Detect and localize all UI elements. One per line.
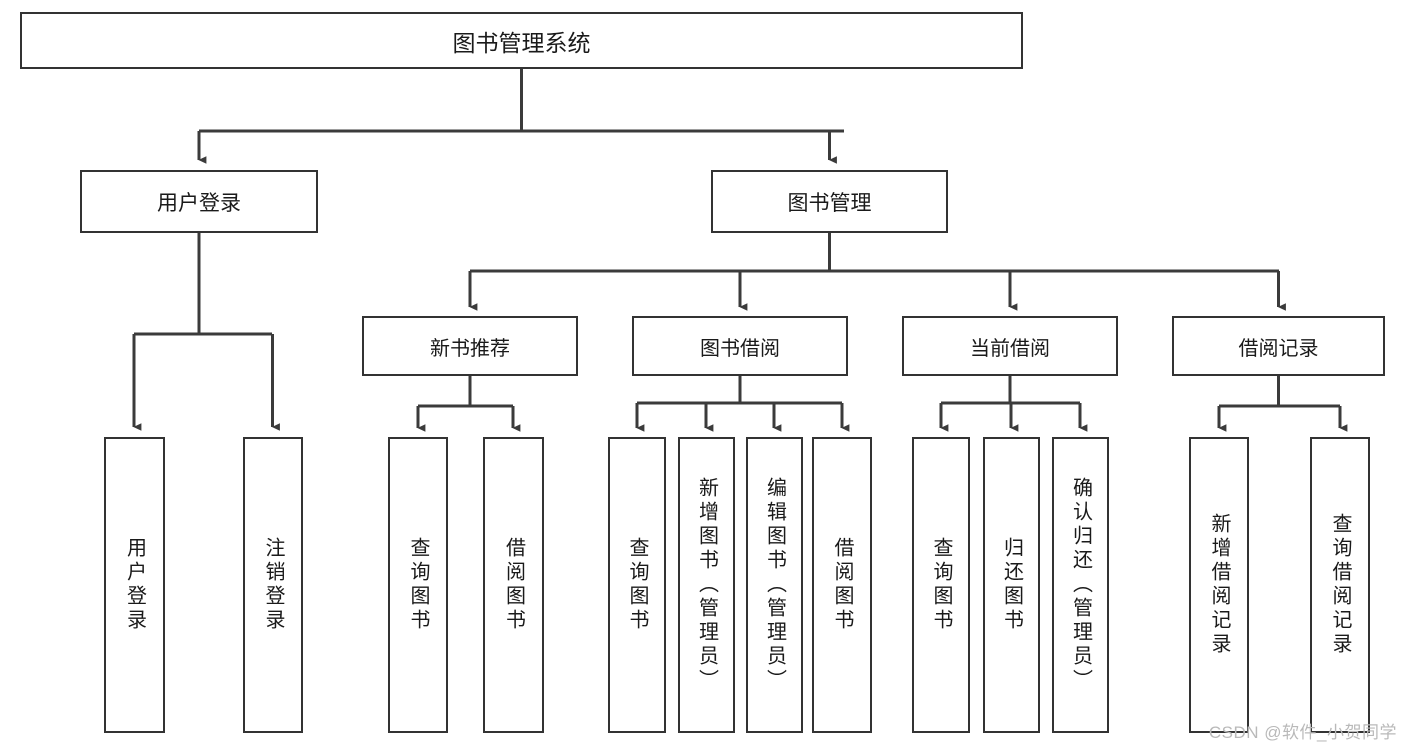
node-label: 图书管理系统	[452, 29, 591, 56]
leaf-edit-book-admin[interactable]: 编辑图书（管理员）	[746, 437, 803, 733]
node-label: 查询图书	[930, 537, 952, 633]
node-label: 借阅记录	[1238, 337, 1319, 360]
node-label: 查询借阅记录	[1329, 513, 1351, 657]
watermark-text: CSDN @软件_小贺同学	[1208, 723, 1397, 742]
node-borrow-record[interactable]: 借阅记录	[1172, 316, 1385, 376]
node-label: 新书推荐	[430, 337, 510, 360]
leaf-add-borrow-record[interactable]: 新增借阅记录	[1189, 437, 1249, 733]
node-label: 确认归还（管理员）	[1069, 477, 1092, 693]
node-label: 用户登录	[123, 537, 146, 633]
node-label: 编辑图书（管理员）	[763, 477, 786, 693]
leaf-return-book[interactable]: 归还图书	[983, 437, 1040, 733]
leaf-query-borrow-record[interactable]: 查询借阅记录	[1310, 437, 1370, 733]
leaf-confirm-return-admin[interactable]: 确认归还（管理员）	[1052, 437, 1109, 733]
node-label: 借阅图书	[831, 537, 853, 633]
node-book-borrow[interactable]: 图书借阅	[632, 316, 848, 376]
node-label: 注销登录	[262, 537, 284, 633]
leaf-query-book-newbook[interactable]: 查询图书	[388, 437, 448, 733]
leaf-logout[interactable]: 注销登录	[243, 437, 303, 733]
node-label: 当前借阅	[970, 337, 1050, 360]
node-label: 图书管理	[787, 191, 872, 215]
leaf-borrow-book-newbook[interactable]: 借阅图书	[483, 437, 544, 733]
leaf-query-book-borrow[interactable]: 查询图书	[608, 437, 666, 733]
node-label: 查询图书	[407, 537, 429, 633]
node-user-login[interactable]: 用户登录	[80, 170, 318, 233]
leaf-query-book-current[interactable]: 查询图书	[912, 437, 970, 733]
node-label: 用户登录	[157, 191, 241, 215]
leaf-add-book-admin[interactable]: 新增图书（管理员）	[678, 437, 735, 733]
node-book-management[interactable]: 图书管理	[711, 170, 948, 233]
node-label: 借阅图书	[502, 537, 525, 633]
node-label: 归还图书	[1000, 537, 1023, 633]
node-label: 图书借阅	[700, 337, 780, 360]
node-root-book-management-system[interactable]: 图书管理系统	[20, 12, 1023, 69]
node-label: 新增借阅记录	[1208, 513, 1230, 657]
leaf-borrow-book[interactable]: 借阅图书	[812, 437, 872, 733]
node-label: 新增图书（管理员）	[695, 477, 718, 693]
node-new-book-recommend[interactable]: 新书推荐	[362, 316, 578, 376]
node-current-borrow[interactable]: 当前借阅	[902, 316, 1118, 376]
node-label: 查询图书	[626, 537, 648, 633]
leaf-user-login[interactable]: 用户登录	[104, 437, 165, 733]
